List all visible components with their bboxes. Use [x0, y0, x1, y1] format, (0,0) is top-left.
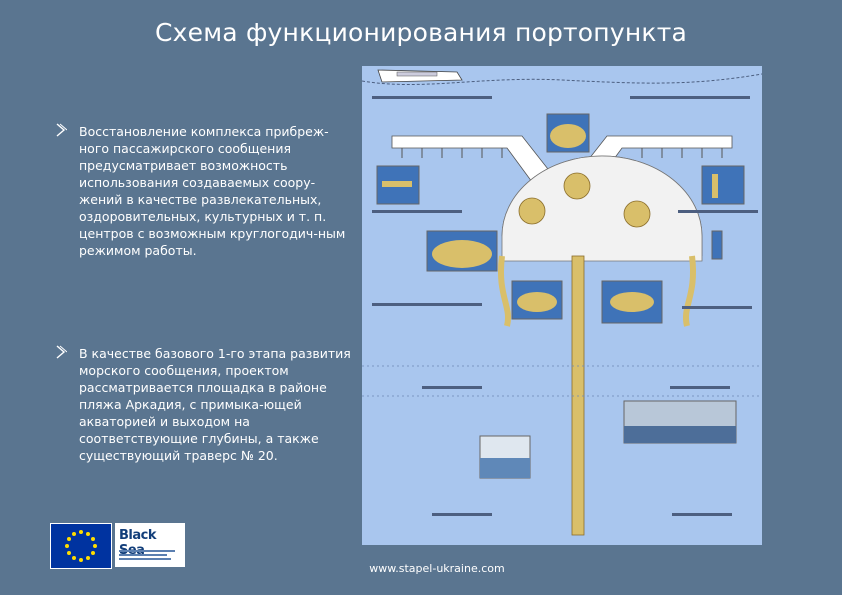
- port-scheme-drawing: [362, 66, 762, 545]
- black-sea-logo: Black Sea: [115, 523, 185, 567]
- website-link[interactable]: www.stapel-ukraine.com: [362, 562, 512, 575]
- bullet-2-text: В качестве базового 1-го этапа развития …: [79, 345, 354, 464]
- slide-title: Схема функционирования портопункта: [0, 18, 842, 47]
- ship-icon: [378, 70, 462, 82]
- port-scheme-image: [362, 66, 762, 545]
- arrow-bullet-icon: [55, 345, 67, 359]
- logo-subtitle-lines-icon: [119, 549, 179, 561]
- eu-flag-logo: [50, 523, 112, 569]
- arrow-bullet-icon: [55, 123, 67, 137]
- bullet-1-text: Восстановление комплекса прибреж-ного па…: [79, 123, 354, 259]
- partner-logos: Black Sea: [50, 523, 186, 569]
- eu-stars-icon: [51, 524, 111, 568]
